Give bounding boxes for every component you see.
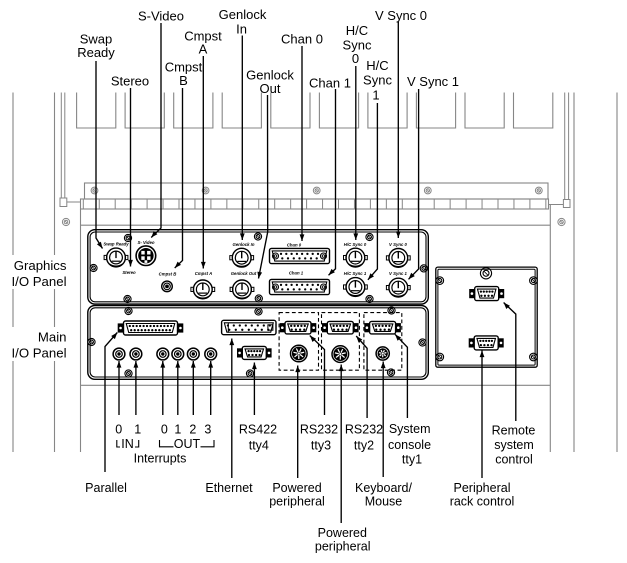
svg-text:In: In: [236, 22, 247, 37]
svg-text:RS422: RS422: [239, 423, 277, 437]
svg-text:2: 2: [189, 423, 196, 437]
svg-text:system: system: [494, 438, 534, 452]
svg-text:Stereo: Stereo: [122, 270, 136, 275]
svg-text:RS232: RS232: [345, 423, 383, 437]
svg-text:H/C Sync 0: H/C Sync 0: [344, 242, 367, 247]
svg-text:Mouse: Mouse: [365, 495, 403, 509]
svg-text:console: console: [388, 438, 431, 452]
svg-text:3: 3: [204, 423, 211, 437]
svg-text:V Sync 1: V Sync 1: [407, 74, 459, 89]
svg-text:0: 0: [352, 51, 359, 66]
svg-text:Genlock: Genlock: [219, 7, 267, 22]
svg-text:A: A: [199, 42, 208, 57]
svg-text:peripheral: peripheral: [269, 495, 325, 509]
svg-text:B: B: [179, 73, 188, 88]
svg-text:1: 1: [372, 87, 379, 102]
svg-text:Sync: Sync: [343, 38, 372, 53]
svg-text:Ready: Ready: [77, 45, 115, 60]
svg-text:Swap Ready: Swap Ready: [103, 242, 129, 247]
svg-text:tty1: tty1: [402, 453, 422, 467]
svg-text:Interrupts: Interrupts: [134, 452, 187, 466]
svg-text:Chan 0: Chan 0: [287, 242, 302, 247]
svg-text:H/C: H/C: [346, 23, 368, 38]
svg-text:Out: Out: [260, 81, 281, 96]
svg-text:Genlock: Genlock: [246, 68, 294, 83]
svg-text:1: 1: [134, 423, 141, 437]
svg-text:S-Video: S-Video: [138, 9, 184, 24]
svg-text:Main: Main: [38, 330, 67, 345]
svg-text:H/C Sync 1: H/C Sync 1: [344, 271, 367, 276]
svg-text:Powered: Powered: [318, 526, 367, 540]
svg-text:RS232: RS232: [300, 423, 338, 437]
svg-text:Chan 1: Chan 1: [289, 271, 304, 276]
svg-text:V Sync 1: V Sync 1: [389, 271, 408, 276]
svg-text:Chan 0: Chan 0: [281, 31, 323, 46]
svg-text:Cmpst: Cmpst: [165, 60, 203, 75]
svg-text:0: 0: [115, 423, 122, 437]
svg-text:Swap: Swap: [80, 32, 113, 47]
svg-text:V Sync 0: V Sync 0: [389, 242, 408, 247]
svg-text:tty4: tty4: [249, 439, 269, 453]
svg-text:V Sync 0: V Sync 0: [375, 8, 427, 23]
svg-text:Cmpst: Cmpst: [184, 29, 222, 44]
svg-text:tty3: tty3: [311, 439, 331, 453]
svg-text:1: 1: [174, 423, 181, 437]
svg-text:Genlock Out: Genlock Out: [231, 271, 257, 276]
svg-text:Stereo: Stereo: [111, 74, 149, 89]
svg-text:peripheral: peripheral: [315, 540, 371, 554]
svg-text:Chan 1: Chan 1: [309, 76, 351, 91]
svg-text:Peripheral: Peripheral: [454, 481, 511, 495]
svg-text:tty2: tty2: [354, 439, 374, 453]
svg-text:control: control: [495, 453, 533, 467]
svg-text:Cmpst B: Cmpst B: [159, 272, 177, 277]
svg-text:rack control: rack control: [450, 495, 515, 509]
svg-text:Ethernet: Ethernet: [205, 481, 253, 495]
svg-text:IN: IN: [121, 437, 134, 451]
svg-text:H/C: H/C: [366, 58, 388, 73]
svg-text:Graphics: Graphics: [14, 258, 67, 273]
svg-text:Parallel: Parallel: [85, 481, 127, 495]
svg-text:I/O Panel: I/O Panel: [12, 274, 67, 289]
svg-text:S- Video: S- Video: [137, 240, 154, 245]
svg-text:Cmpst A: Cmpst A: [195, 271, 213, 276]
svg-text:Keyboard/: Keyboard/: [355, 481, 413, 495]
svg-text:Remote: Remote: [492, 424, 536, 438]
svg-text:Powered: Powered: [272, 481, 321, 495]
svg-text:0: 0: [161, 423, 168, 437]
svg-text:Sync: Sync: [363, 73, 392, 88]
svg-text:OUT: OUT: [174, 437, 201, 451]
svg-text:System: System: [389, 422, 431, 436]
svg-text:Genlock In: Genlock In: [233, 242, 255, 247]
svg-text:I/O Panel: I/O Panel: [12, 346, 67, 361]
